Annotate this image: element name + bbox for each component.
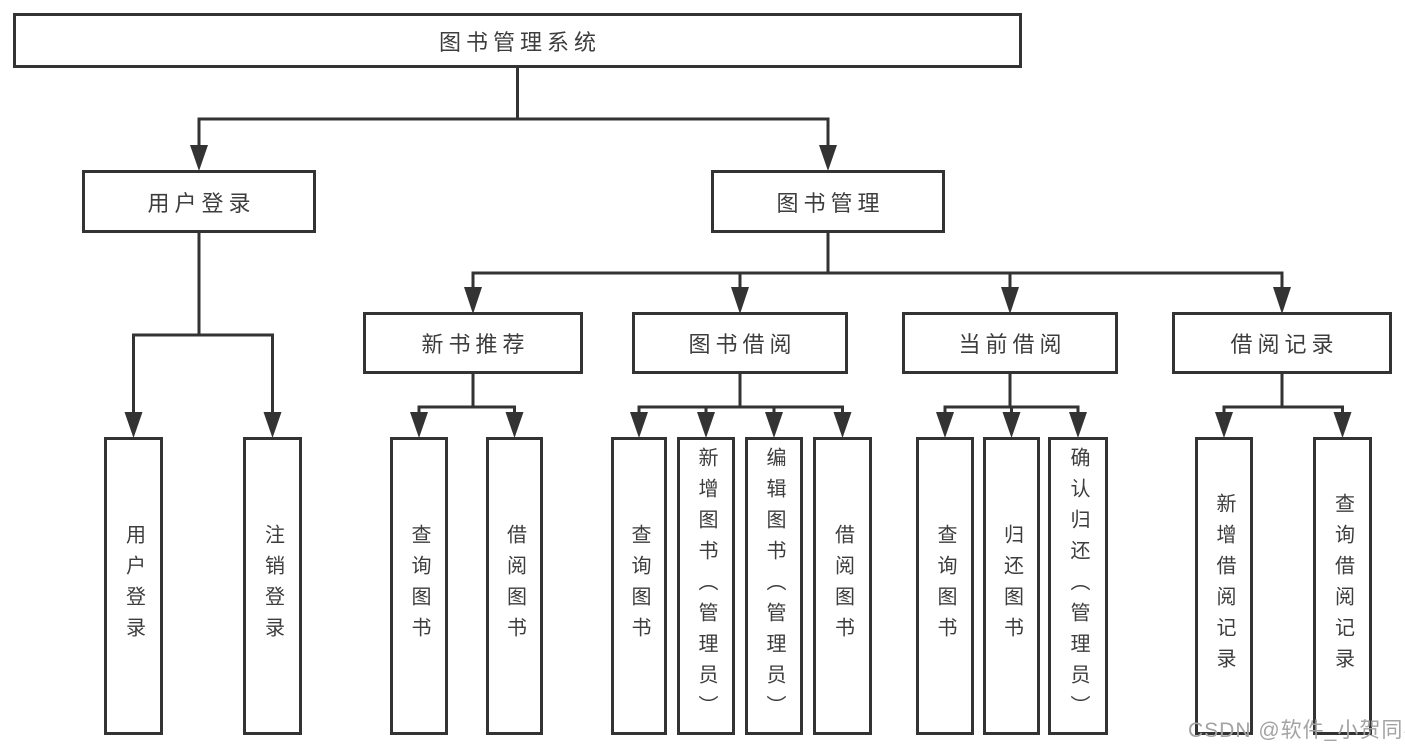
leaf-br-add-borrow-record-label: 新增借阅记录 bbox=[1213, 493, 1235, 679]
arrowhead bbox=[1215, 412, 1233, 438]
arrowhead bbox=[1069, 412, 1087, 438]
arrowhead bbox=[505, 412, 524, 438]
node-book-management: 图书管理 bbox=[711, 170, 945, 233]
node-book-borrow: 图书借阅 bbox=[632, 312, 848, 374]
leaf-cb-confirm-return-admin: 确认归还（管理员） bbox=[1048, 437, 1108, 735]
leaf-cb-confirm-return-admin-label: 确认归还（管理员） bbox=[1067, 446, 1089, 726]
arrowhead bbox=[936, 412, 954, 438]
leaf-bb-add-book-admin: 新增图书（管理员） bbox=[677, 437, 735, 735]
leaf-logout: 注销登录 bbox=[243, 437, 302, 735]
node-borrow-records-label: 借阅记录 bbox=[1230, 332, 1339, 357]
edge-line bbox=[132, 333, 274, 413]
leaf-nbr-borrow-books-label: 借阅图书 bbox=[503, 524, 526, 648]
watermark: CSDN @软件_小贺同学 bbox=[1188, 719, 1405, 742]
leaf-nbr-borrow-books: 借阅图书 bbox=[486, 437, 543, 735]
arrowhead bbox=[697, 412, 715, 438]
arrowhead bbox=[464, 287, 482, 314]
leaf-cb-return-books-label: 归还图书 bbox=[1000, 524, 1023, 648]
leaf-br-query-borrow-record-label: 查询借阅记录 bbox=[1331, 493, 1354, 679]
node-new-book-recommend: 新书推荐 bbox=[363, 312, 583, 374]
node-borrow-records: 借阅记录 bbox=[1172, 312, 1392, 374]
leaf-br-query-borrow-record: 查询借阅记录 bbox=[1313, 437, 1372, 735]
leaf-logout-label: 注销登录 bbox=[261, 524, 284, 648]
leaf-nbr-query-books-label: 查询图书 bbox=[408, 524, 430, 648]
edge-line bbox=[417, 405, 516, 413]
leaf-bb-borrow-books-label: 借阅图书 bbox=[831, 524, 854, 648]
arrowhead bbox=[190, 145, 208, 171]
edges-from-user-login bbox=[124, 233, 282, 438]
leaf-user-login-label: 用户登录 bbox=[122, 524, 145, 648]
leaf-cb-query-books: 查询图书 bbox=[916, 437, 974, 735]
edges-from-root bbox=[190, 68, 837, 171]
node-user-login-label: 用户登录 bbox=[147, 190, 256, 216]
edges-from-new-book-recommend bbox=[410, 374, 524, 438]
node-current-borrow: 当前借阅 bbox=[902, 312, 1118, 374]
arrowhead bbox=[1333, 412, 1352, 438]
leaf-bb-edit-book-admin: 编辑图书（管理员） bbox=[745, 437, 803, 735]
node-current-borrow-label: 当前借阅 bbox=[958, 332, 1067, 357]
arrowhead bbox=[630, 412, 648, 438]
arrowhead bbox=[263, 412, 282, 438]
arrowhead bbox=[731, 287, 749, 314]
arrowhead bbox=[1001, 287, 1019, 314]
leaf-cb-query-books-label: 查询图书 bbox=[934, 524, 956, 648]
leaf-bb-add-book-admin-label: 新增图书（管理员） bbox=[695, 446, 717, 726]
node-book-management-label: 图书管理 bbox=[776, 190, 885, 216]
node-user-login: 用户登录 bbox=[82, 170, 316, 233]
arrowhead bbox=[1273, 287, 1291, 314]
node-library-management-system: 图书管理系统 bbox=[13, 13, 1022, 68]
leaf-br-add-borrow-record: 新增借阅记录 bbox=[1195, 437, 1253, 735]
edges-from-book-management bbox=[464, 233, 1291, 314]
arrowhead bbox=[819, 145, 837, 171]
arrowhead bbox=[124, 412, 143, 438]
leaf-bb-query-books-label: 查询图书 bbox=[628, 524, 650, 648]
leaf-bb-borrow-books: 借阅图书 bbox=[813, 437, 872, 735]
edge-line bbox=[197, 117, 830, 146]
edges-from-book-borrow bbox=[630, 374, 852, 438]
leaf-bb-query-books: 查询图书 bbox=[611, 437, 667, 735]
leaf-user-login: 用户登录 bbox=[104, 437, 163, 735]
leaf-nbr-query-books: 查询图书 bbox=[390, 437, 448, 735]
arrowhead bbox=[765, 412, 783, 438]
node-book-borrow-label: 图书借阅 bbox=[688, 332, 797, 357]
edges-from-borrow-records bbox=[1215, 374, 1352, 438]
edge-line bbox=[637, 405, 844, 413]
edge-line bbox=[1222, 405, 1344, 413]
node-library-management-system-label: 图书管理系统 bbox=[438, 29, 601, 55]
leaf-bb-edit-book-admin-label: 编辑图书（管理员） bbox=[763, 446, 785, 726]
edge-line bbox=[471, 271, 1284, 288]
edges-from-current-borrow bbox=[936, 374, 1087, 438]
arrowhead bbox=[1002, 412, 1021, 438]
arrowhead bbox=[410, 412, 428, 438]
node-new-book-recommend-label: 新书推荐 bbox=[421, 332, 530, 357]
arrowhead bbox=[833, 412, 852, 438]
leaf-cb-return-books: 归还图书 bbox=[983, 437, 1040, 735]
